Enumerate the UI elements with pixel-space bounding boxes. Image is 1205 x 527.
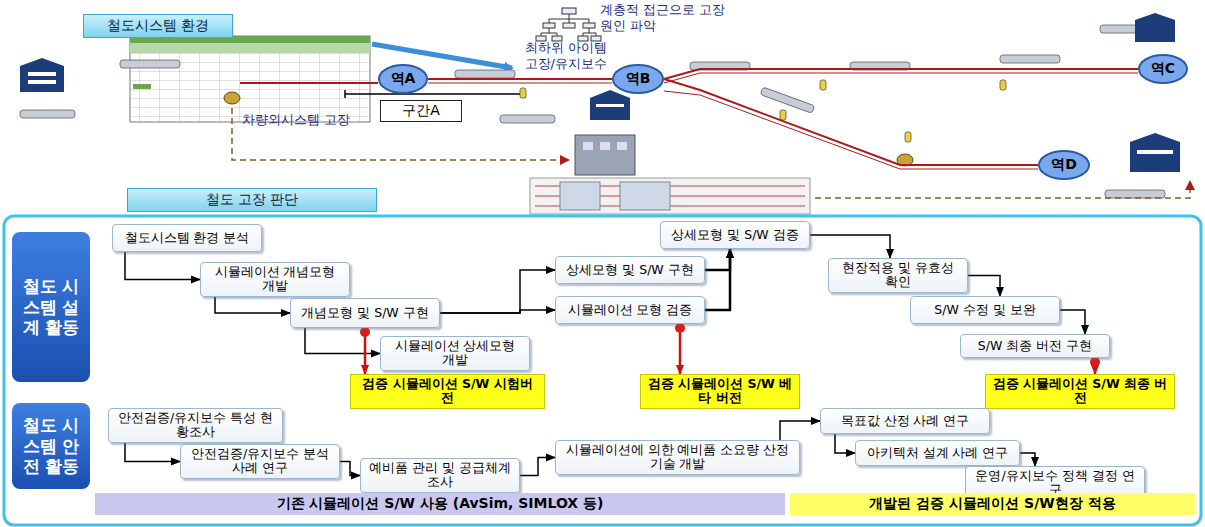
- phase-bar: 기존 시뮬레이션 S/W 사용 (AvSim, SIMLOX 등): [95, 493, 785, 515]
- flow-connector: [705, 249, 730, 270]
- flow-connector: [520, 457, 555, 475]
- flow-connector: [1060, 310, 1085, 334]
- milestone-pin: [1090, 357, 1100, 367]
- failure-note: 최하위 아이템 고장/유지보수: [515, 40, 607, 71]
- flow-connector: [968, 275, 1000, 296]
- node-text: 검증 시뮬레이션 S/W 최종 버전: [992, 377, 1168, 406]
- track-line: [428, 78, 612, 80]
- milestone-box: 검증 시뮬레이션 S/W 최종 버전: [985, 374, 1175, 409]
- node-text: 기존 시뮬레이션 S/W 사용 (AvSim, SIMLOX 등): [277, 495, 604, 513]
- track-line: [664, 69, 1138, 79]
- node-text: 상세모형 및 S/W 구현: [566, 263, 693, 277]
- milestone-box: 검증 시뮬레이션 S/W 베타 버전: [640, 374, 800, 409]
- flow-connector: [125, 443, 180, 462]
- node-text: 검증 시뮬레이션 S/W 베타 버전: [647, 377, 793, 406]
- node-text: 철도시스템 환경: [107, 17, 209, 35]
- flow-connector: [780, 421, 820, 440]
- section-box: 구간A: [380, 100, 462, 122]
- hierarchy-tree: [536, 8, 601, 41]
- track-rail: [428, 73, 1138, 169]
- flow-connector: [340, 461, 360, 475]
- node-text: 철도 시스템 안전 활동: [16, 415, 86, 476]
- process-box: 상세모형 및 S/W 검증: [660, 221, 810, 249]
- flow-connector: [810, 235, 890, 258]
- flow-connector: [1020, 453, 1035, 466]
- milestone-pin: [360, 327, 370, 337]
- activity-band: 철도 시스템 안전 활동: [12, 403, 90, 489]
- node-text: 시뮬레이션 모형 검증: [568, 303, 693, 317]
- station-oval: 역A: [378, 64, 428, 94]
- node-text: 철도시스템 환경 분석: [125, 231, 250, 245]
- process-box: 안전검증/유지보수 특성 현황조사: [108, 408, 283, 443]
- process-box: S/W 최종 버전 구현: [960, 334, 1110, 358]
- node-text: 시뮬레이션 개념모형 개발: [207, 265, 343, 294]
- process-box: 개념모형 및 S/W 구현: [290, 298, 440, 328]
- station-oval: 역C: [1138, 54, 1188, 84]
- station-building: [20, 13, 1180, 172]
- node-text: 현장적용 및 유효성 확인: [835, 261, 961, 290]
- failure-note: 차량외시스템 고장: [242, 112, 382, 128]
- section-bracket: [345, 90, 525, 98]
- process-box: 시뮬레이션 개념모형 개발: [200, 262, 350, 297]
- depot: [530, 135, 810, 214]
- node-text: 시뮬레이션에 의한 예비품 소요량 산정 기술 개발: [562, 443, 793, 472]
- node-text: S/W 최종 버전 구현: [978, 339, 1092, 353]
- maintenance-route: [815, 182, 1190, 198]
- flow-connector: [705, 249, 730, 310]
- node-text: 시뮬레이션 상세모형 개발: [387, 339, 523, 368]
- node-text: S/W 수정 및 보완: [934, 303, 1035, 317]
- section-frame: [4, 216, 1201, 525]
- flow-connector: [215, 297, 290, 313]
- node-text: 구간A: [402, 102, 440, 120]
- process-box: 아키텍처 설계 사례 연구: [855, 440, 1020, 466]
- node-text: 안전검증/유지보수 특성 현황조사: [115, 411, 276, 440]
- node-text: 개발된 검증 시뮬레이션 S/W현장 적용: [869, 495, 1115, 513]
- milestone-pin: [675, 323, 685, 333]
- header-box: 철도 고장 판단: [127, 188, 377, 212]
- process-box: 안전검증/유지보수 분석 사례 연구: [180, 444, 340, 479]
- phase-bar: 개발된 검증 시뮬레이션 S/W현장 적용: [790, 493, 1195, 515]
- process-box: 현장적용 및 유효성 확인: [828, 258, 968, 293]
- flow-connector: [440, 310, 555, 313]
- process-box: 철도시스템 환경 분석: [112, 224, 262, 252]
- process-box: 예비품 관리 및 공급체계 조사: [360, 458, 520, 493]
- process-box: 목표값 산정 사례 연구: [820, 408, 990, 434]
- station-oval: 역B: [612, 64, 664, 94]
- station-oval: 역D: [1038, 150, 1090, 180]
- node-text: 역A: [391, 70, 416, 88]
- node-text: 목표값 산정 사례 연구: [841, 414, 970, 428]
- train-icon: [20, 25, 1165, 198]
- node-text: 아키텍처 설계 사례 연구: [867, 446, 1009, 460]
- process-box: 시뮬레이션 모형 검증: [555, 296, 705, 324]
- node-text: 예비품 관리 및 공급체계 조사: [367, 461, 513, 490]
- node-text: 철도 시스템 설계 활동: [16, 276, 86, 337]
- flow-connector: [305, 328, 380, 353]
- track-line: [664, 79, 1038, 165]
- node-text: 역B: [626, 70, 651, 88]
- header-box: 철도시스템 환경: [83, 14, 233, 38]
- process-box: S/W 수정 및 보완: [910, 296, 1060, 324]
- timetable-image: [130, 36, 370, 122]
- node-text: 상세모형 및 S/W 검증: [671, 228, 798, 242]
- process-box: 시뮬레이션에 의한 예비품 소요량 산정 기술 개발: [555, 440, 800, 475]
- node-text: 역D: [1051, 156, 1077, 174]
- node-text: 안전검증/유지보수 분석 사례 연구: [187, 447, 333, 476]
- milestone-box: 검증 시뮬레이션 S/W 시험버전: [350, 374, 545, 409]
- maintenance-route: [232, 98, 568, 160]
- node-text: 철도 고장 판단: [206, 191, 299, 209]
- process-box: 상세모형 및 S/W 구현: [555, 256, 705, 284]
- flow-connector: [125, 252, 200, 279]
- process-box: 시뮬레이션 상세모형 개발: [380, 336, 530, 371]
- pointer-arrow: [372, 44, 512, 68]
- flow-connector: [835, 434, 855, 453]
- hierarchy-note: 계층적 접근으로 고장 원인 파악: [600, 2, 740, 33]
- signal-icon: [520, 80, 1006, 142]
- node-text: 개념모형 및 S/W 구현: [301, 306, 428, 320]
- activity-band: 철도 시스템 설계 활동: [12, 232, 90, 382]
- node-text: 역C: [1151, 60, 1175, 78]
- flow-connector: [440, 270, 555, 313]
- node-text: 검증 시뮬레이션 S/W 시험버전: [357, 377, 538, 406]
